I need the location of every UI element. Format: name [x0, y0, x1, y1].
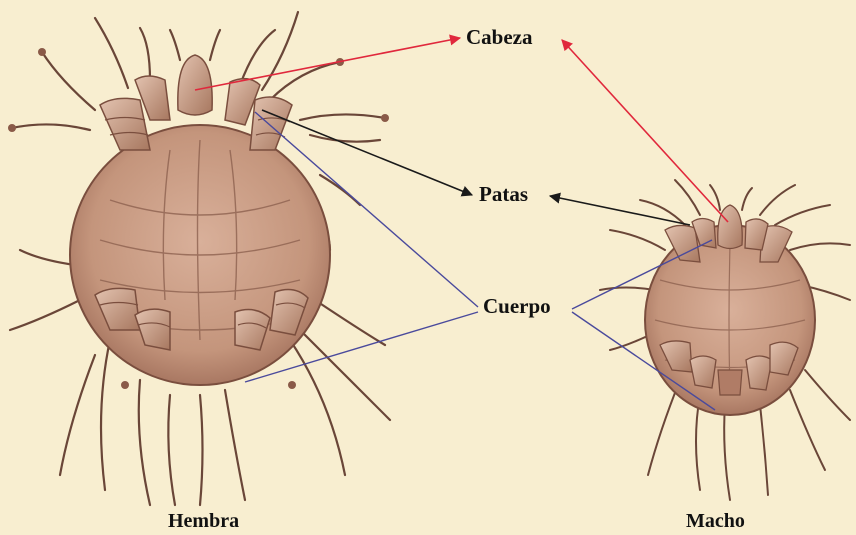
female-caption: Hembra	[168, 510, 239, 533]
female-mite	[8, 12, 390, 505]
legs-label: Patas	[479, 182, 528, 207]
male-caption: Macho	[686, 510, 745, 533]
head-pointer-male	[562, 40, 728, 222]
leg-pointers	[262, 110, 690, 225]
female-head	[178, 55, 212, 115]
body-label: Cuerpo	[483, 294, 551, 319]
head-pointer-female	[195, 38, 460, 90]
male-head	[718, 205, 743, 249]
male-genital-plate	[718, 370, 742, 395]
male-mite	[600, 180, 850, 500]
head-label: Cabeza	[466, 25, 533, 50]
leg-pointer-male	[550, 196, 690, 225]
